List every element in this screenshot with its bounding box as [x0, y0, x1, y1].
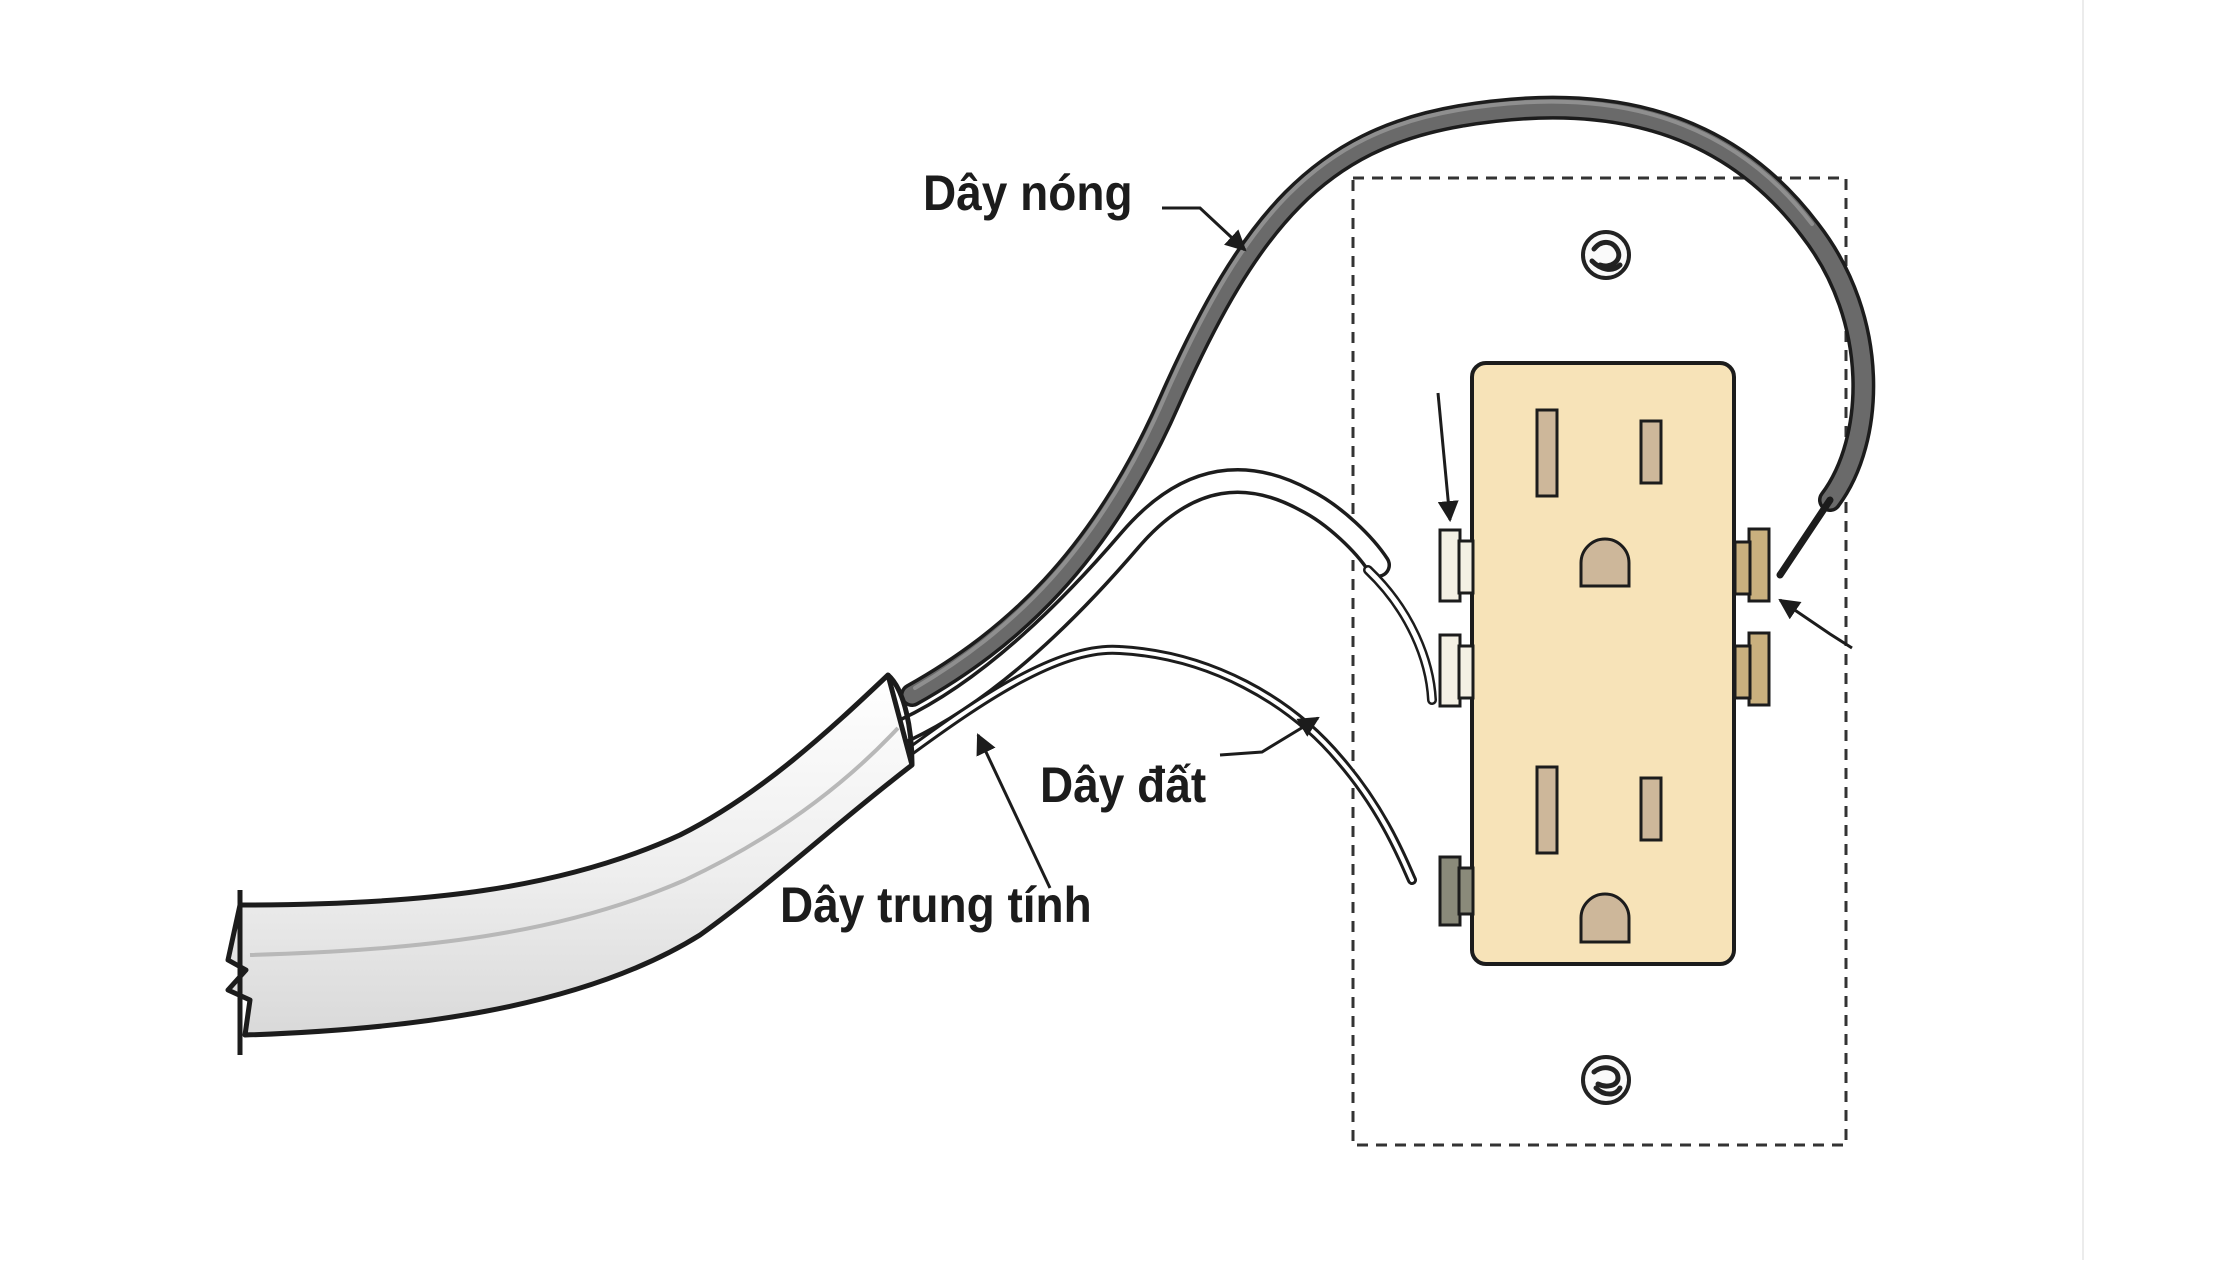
neutral-wire-leader	[976, 733, 1052, 889]
ground-wire-leader	[1219, 716, 1320, 757]
outlet-top-neutral-slot	[1639, 419, 1663, 485]
screw-icon	[1581, 230, 1631, 280]
hot-wire-leader	[1162, 206, 1247, 252]
wall-box-outline	[1351, 176, 1848, 1147]
right-terminal-lower	[1733, 631, 1771, 707]
outlet-bottom-neutral-slot	[1639, 776, 1663, 842]
left-terminal-upper	[1438, 528, 1475, 603]
outlet-bottom-hot-slot	[1535, 765, 1559, 855]
ground-wire	[900, 644, 1417, 885]
right-terminal-upper	[1733, 527, 1771, 603]
outlet-top-ground-hole	[1579, 537, 1631, 588]
sheathed-cable	[225, 672, 915, 1055]
neutral-wire-label: Dây trung tính	[780, 877, 1092, 933]
left-terminal-lower	[1438, 633, 1475, 708]
ground-terminal	[1438, 855, 1475, 927]
hot-wire-label: Dây nóng	[923, 165, 1133, 221]
neutral-wire	[892, 467, 1437, 743]
image-edge-divider	[2082, 0, 2084, 1260]
ground-wire-label: Dây đất	[1040, 757, 1207, 813]
hot-wire	[900, 95, 1876, 707]
outlet-body	[1470, 361, 1736, 966]
outlet-top-hot-slot	[1535, 408, 1559, 498]
left-terminal-pointer-arrow	[1436, 392, 1459, 523]
screw-icon	[1581, 1055, 1631, 1105]
right-terminal-pointer-arrow	[1778, 598, 1853, 650]
outlet-bottom-ground-hole	[1579, 892, 1631, 944]
